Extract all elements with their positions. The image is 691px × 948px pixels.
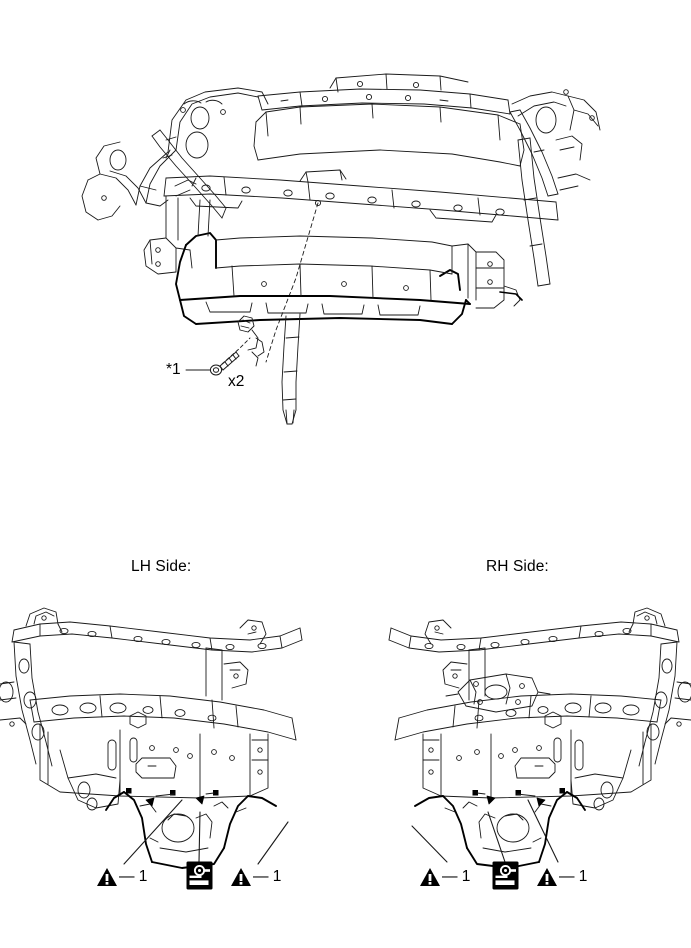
upper-cross-rail	[388, 621, 680, 653]
left-vertical-rail	[197, 199, 211, 237]
clip-arrow-lines	[155, 792, 215, 797]
left-lower-gusset	[570, 749, 632, 811]
background-upper-panel	[329, 73, 469, 93]
mid-horizontal-beam	[29, 693, 297, 741]
right-vertical-rail	[517, 137, 551, 287]
warning-symbol-label: — 1	[442, 868, 471, 886]
rh-side-heading: RH Side:	[486, 558, 549, 575]
upper-cross-rail	[11, 621, 303, 653]
lower-main-panel	[39, 711, 269, 799]
upper-left-bracket	[25, 607, 63, 633]
right-hook-bracket	[424, 619, 452, 645]
strut-clip-detail	[237, 315, 265, 367]
left-lower-gusset	[59, 749, 121, 811]
right-outer-bracket-tab	[499, 291, 523, 301]
mid-horizontal-beam	[394, 693, 662, 741]
left-lower-bracket	[143, 195, 193, 275]
bolt-dashed-leader	[221, 337, 251, 365]
rh-warning-symbol-1: — 1	[419, 862, 470, 892]
upper-radiator-support	[257, 88, 511, 115]
warning-triangle-icon	[97, 868, 117, 886]
callout-dashed-leader	[265, 202, 319, 363]
upper-left-bracket	[628, 607, 666, 633]
tie-bar-center-bracket	[299, 169, 347, 183]
warning-triangle-icon	[231, 868, 251, 886]
left-upper-rail	[151, 129, 227, 219]
right-vertical-member	[205, 647, 249, 729]
bolt-icon	[209, 351, 240, 376]
left-far-structure	[139, 185, 169, 207]
lower-main-panel	[422, 711, 652, 799]
clip-attachment-points	[126, 788, 219, 796]
lh-side-heading: LH Side:	[131, 558, 192, 575]
rh-side-detail-diagram	[346, 600, 691, 870]
lower-support-detail	[205, 235, 453, 316]
warning-triangle-icon	[420, 868, 440, 886]
rh-warning-symbol-2: — 1	[536, 862, 587, 892]
callout-anchor-hole	[314, 199, 322, 207]
bumper-reinforcement	[414, 791, 586, 869]
warning-symbol-label: — 1	[559, 868, 588, 886]
rh-symbol-row: — 1 — 1	[346, 860, 691, 894]
right-hook-bracket	[239, 619, 267, 645]
warning-triangle-icon	[537, 868, 557, 886]
bumper-reinforcement	[105, 791, 277, 869]
part-quantity-label: x2	[228, 373, 245, 390]
upper-tie-bar	[163, 175, 559, 223]
lh-warning-symbol-1: — 1	[96, 862, 147, 892]
clip-fastener-icon	[492, 861, 519, 889]
left-apron-panel	[638, 641, 691, 767]
part-ref-label: *1	[166, 361, 181, 378]
hood-lock-striker	[445, 673, 551, 713]
lh-side-detail-diagram	[0, 600, 345, 870]
upper-cowl-structure	[135, 87, 269, 206]
clip-attachment-points	[472, 788, 565, 796]
warning-symbol-label: — 1	[119, 868, 148, 886]
clip-fastener-icon	[186, 861, 213, 889]
support-strut	[281, 313, 301, 425]
radiator-support-assembly-diagram: *1 x2	[0, 0, 691, 440]
clip-arrow-lines	[476, 792, 536, 797]
right-apron-structure	[511, 89, 601, 191]
lh-symbol-row: — 1 — 1	[0, 860, 345, 894]
rh-clip-symbol	[492, 860, 519, 890]
radiator-upper-shelf	[253, 103, 525, 167]
left-apron-panel	[0, 641, 53, 767]
left-apron-structure	[81, 141, 147, 221]
warning-symbol-label: — 1	[253, 868, 282, 886]
right-lower-bracket	[451, 243, 521, 309]
right-vertical-member	[442, 647, 486, 729]
lh-clip-symbol	[186, 860, 213, 890]
lh-warning-symbol-2: — 1	[230, 862, 281, 892]
